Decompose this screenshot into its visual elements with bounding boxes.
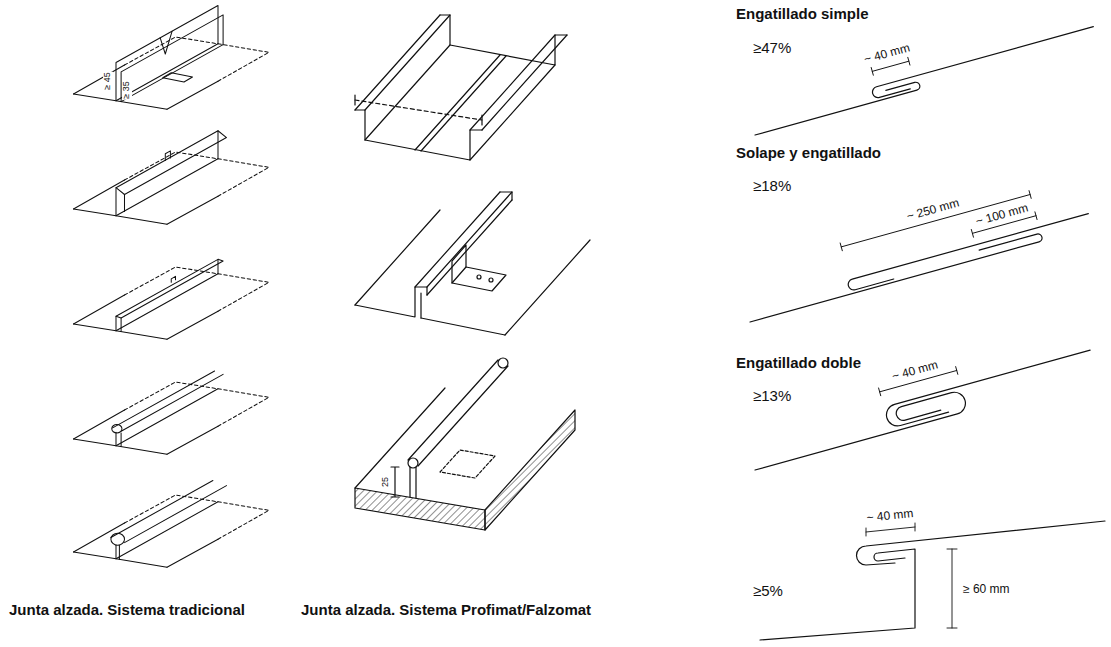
standing-seam-step-2-stroke [116,159,218,216]
profimat-closed-seam [355,358,575,530]
standing-seam-step-4-stroke [121,374,223,431]
profimat-closed-seam-stroke [485,410,575,530]
standing-seam-step-1-stroke [116,44,218,101]
dimension: ≥ 45 [103,71,113,90]
profimat-clip-stroke [452,245,466,283]
standing-seam-step-4-stroke [115,432,116,446]
slope-percent: ≥13% [752,388,792,405]
profimat-pan-stroke [355,110,482,160]
dimension: ~ 40 mm [890,358,941,384]
standing-seam-step-4-stroke [112,425,122,434]
standing-seam-step-1-stroke [121,15,223,102]
standing-seam-step-3-stroke [121,318,122,332]
single-lock-seam-stroke [753,81,921,135]
standing-seam-step-5 [74,481,270,568]
standing-seam-step-2-stroke [165,151,170,161]
profimat-clip-stroke [420,293,421,318]
standing-seam-step-3 [74,259,270,339]
lap-and-lock-seam-stroke [748,233,1043,322]
double-lock-seam-stroke [884,350,1096,428]
standing-seam-step-2-stroke [116,131,218,216]
standing-seam-step-2-stroke [124,195,125,212]
standing-seam-step-5-stroke [111,533,125,545]
profimat-closed-seam-stroke [408,458,418,468]
dimension: ≥ 60 mm [962,583,1011,596]
standing-seam-step-1-stroke [74,37,270,109]
profimat-pan-stroke [440,15,567,65]
standing-seam-step-3-stroke [74,267,270,339]
dimension: ~ 40 mm [862,41,913,67]
single-lock-seam [746,7,1097,135]
caption: Junta alzada. Sistema Profimat/Falzomat [300,602,592,619]
step-seam-stroke [947,549,957,628]
standing-seam-step-5-stroke [125,486,227,543]
standing-seam-step-3-stroke [171,276,175,282]
lap-and-lock-seam-stroke [847,214,1091,292]
standing-seam-step-5-stroke [119,545,120,559]
dimension: ~ 40 mm [865,507,915,525]
step-seam [760,521,1105,640]
dimension: ~ 250 mm [904,196,961,224]
standing-seam-step-1 [74,6,270,110]
standing-seam-step-4 [74,371,270,454]
profimat-clip-stroke [355,287,427,317]
profimat-closed-seam-stroke [498,358,508,368]
profimat-closed-seam-stroke [408,360,508,466]
profimat-pan [355,15,567,160]
profimat-pan-stroke [355,100,482,120]
standing-seam-step-3-stroke [116,259,218,330]
profimat-clip-stroke [355,192,590,335]
lap-and-lock-seam [736,177,1092,322]
standing-seam-step-5-stroke [116,502,218,559]
profimat-clip [355,192,590,335]
standing-seam-step-2 [74,131,270,225]
standing-seam-step-5-stroke [74,495,270,567]
step-seam-stroke [857,521,1106,565]
profimat-pan-stroke [415,55,506,151]
caption: Junta alzada. Sistema tradicional [8,602,246,619]
standing-seam-step-5-stroke [115,545,116,559]
profimat-clip-stroke [421,318,505,335]
standing-seam-step-4-stroke [121,433,122,447]
profimat-pan-stroke [355,15,567,160]
double-lock-seam [743,331,1097,470]
profimat-closed-seam-stroke [440,450,495,478]
standing-seam-step-1-stroke [121,45,223,102]
slope-percent: ≥47% [752,40,792,57]
section-title: Engatillado simple [735,6,870,23]
standing-seam-step-2-stroke [74,152,270,224]
standing-seam-step-5-stroke [111,481,213,538]
profimat-closed-seam-stroke [355,488,485,530]
profimat-clip-stroke [477,275,481,279]
section-title: Solape y engatillado [735,145,882,162]
standing-seam-step-1-stroke [160,31,172,54]
profimat-closed-seam-stroke [410,467,416,498]
step-seam-stroke [866,523,915,536]
standing-seam-step-2-stroke [116,131,227,195]
profimat-clip-stroke [452,267,506,291]
section-title: Engatillado doble [735,355,862,372]
dimension: ≥ 35 [122,80,132,99]
standing-seam-step-1-stroke [163,73,193,82]
lap-and-lock-seam-stroke [840,191,1031,251]
profimat-clip-stroke [489,278,493,282]
profimat-pan-stroke [355,95,482,125]
slope-percent: ≥18% [752,178,792,195]
dimension: ~ 100 mm [973,201,1030,229]
standing-seam-step-4-stroke [74,382,270,454]
profimat-clip-stroke [500,192,512,200]
standing-seam-step-1-stroke [116,6,218,101]
profimat-closed-seam-stroke [391,467,399,497]
standing-seam-step-4-stroke [113,371,215,428]
standing-seam-step-3-stroke [116,274,218,331]
standing-seam-step-3-stroke [116,259,223,318]
dimension: 25 [381,476,391,488]
profimat-closed-seam-stroke [355,388,445,488]
single-lock-seam-stroke [871,27,1096,99]
slope-percent: ≥5% [752,583,784,600]
